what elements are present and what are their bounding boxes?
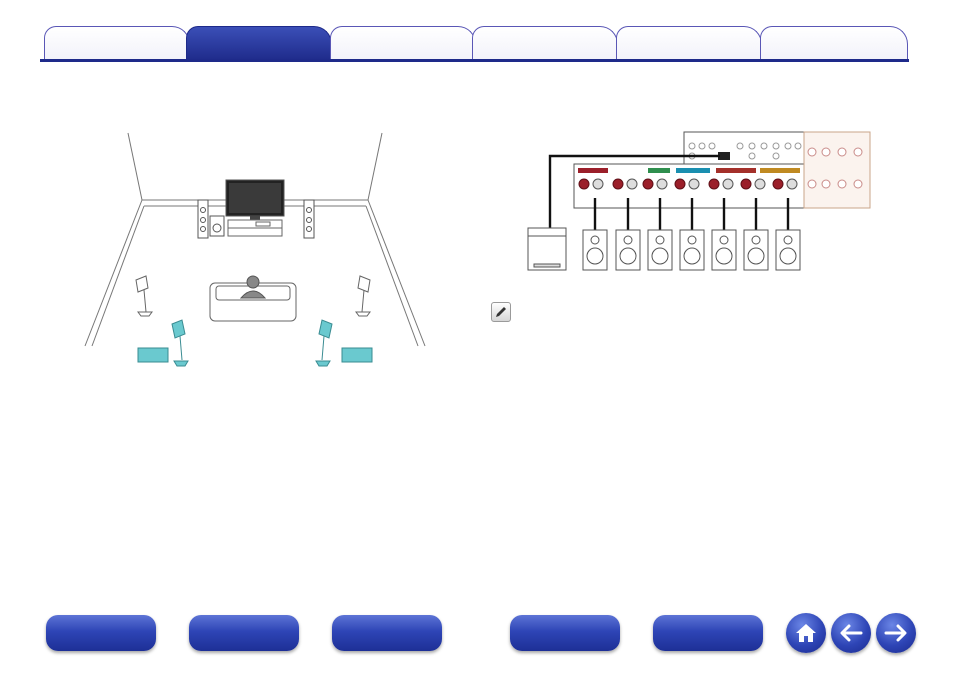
tab-bar [0,0,954,62]
speaker-terminals [578,178,798,190]
surround-back-left-label-box [137,347,169,363]
front-right-speaker-icon [303,199,315,239]
nav-button-5[interactable] [653,615,763,651]
forward-button[interactable] [876,613,916,653]
nav-button-3[interactable] [332,615,442,651]
surround-back-right-speaker-icon [315,319,333,367]
rear-panel-right-section [803,131,871,209]
subwoofer-output-jack [718,152,730,160]
sofa-icon [209,282,297,322]
nav-button-2[interactable] [189,615,299,651]
home-icon [796,624,816,642]
tv-icon [225,179,285,237]
tab-5[interactable] [616,26,762,61]
tab-4[interactable] [472,26,618,61]
tab-6[interactable] [760,26,908,61]
nav-button-4[interactable] [510,615,620,651]
back-arrow-icon [840,624,863,642]
subwoofer-icon [209,215,225,237]
home-button[interactable] [786,613,826,653]
tab-1[interactable] [44,26,190,61]
tab-underline [40,59,909,62]
front-left-speaker-icon [197,199,209,239]
nav-button-1[interactable] [46,615,156,651]
subwoofer-icon [527,227,567,271]
forward-arrow-icon [884,624,907,642]
tab-3[interactable] [330,26,476,61]
speaker-layout-diagram [84,132,426,367]
speaker-wiring-diagram [527,131,871,271]
listener-icon [239,275,267,299]
surround-right-speaker-icon [355,275,371,317]
surround-left-speaker-icon [135,275,153,317]
surround-back-left-speaker-icon [171,319,189,367]
pencil-note-icon [491,302,511,322]
back-button[interactable] [831,613,871,653]
tab-2-active[interactable] [186,26,332,61]
speaker-cabinets [582,229,801,271]
surround-back-right-label-box [341,347,373,363]
